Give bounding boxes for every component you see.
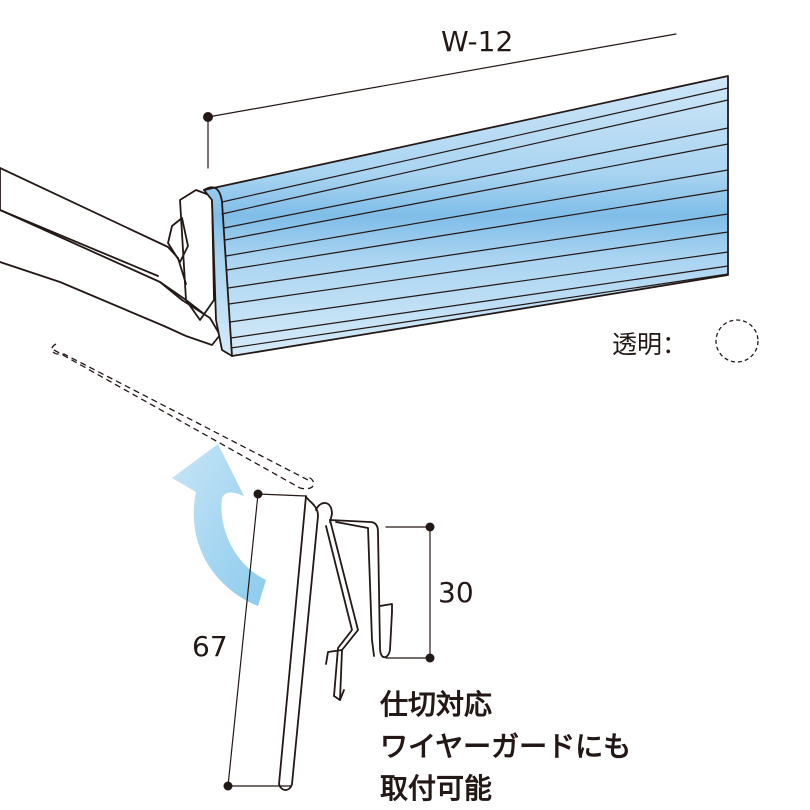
note-line-3: 取付可能 <box>380 772 492 805</box>
clear-color-swatch <box>715 319 759 363</box>
wire-guard <box>51 343 315 490</box>
rotate-arrow-icon <box>172 444 266 606</box>
height-dimension <box>223 489 307 791</box>
depth-dimension <box>385 522 435 663</box>
depth-label: 30 <box>438 576 474 609</box>
height-label: 67 <box>192 630 228 663</box>
width-dimension <box>203 33 677 169</box>
price-rail <box>203 75 729 357</box>
rail-cross-section <box>278 495 393 791</box>
shelf-edge <box>0 167 221 346</box>
color-option-label: 透明： <box>612 330 687 359</box>
note-line-1: 仕切対応 <box>379 688 492 721</box>
width-label: W-12 <box>441 25 513 58</box>
note-line-2: ワイヤーガードにも <box>380 730 631 763</box>
